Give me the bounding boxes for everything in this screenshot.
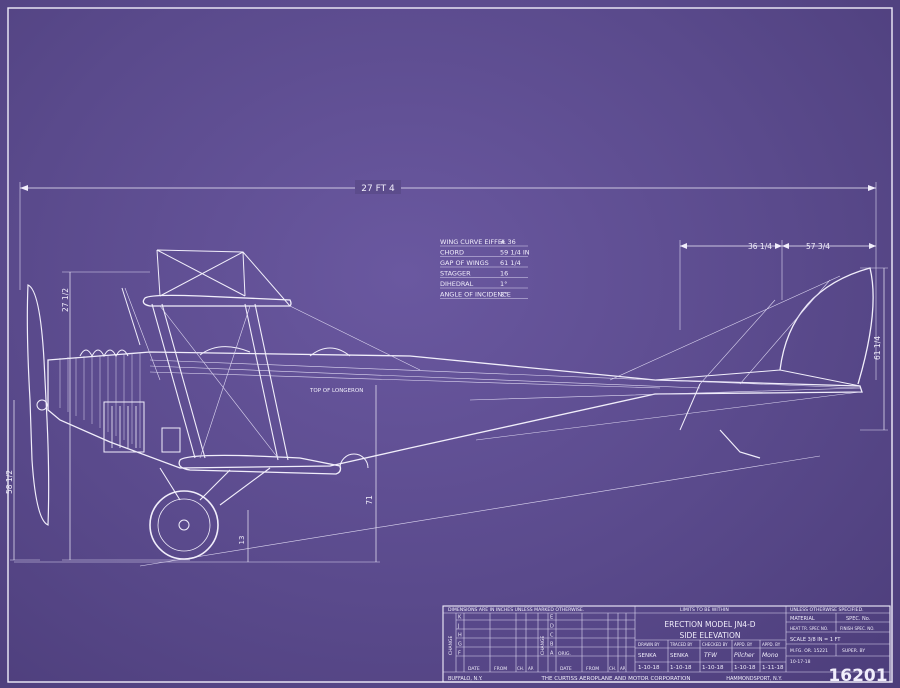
traced-by: SENKA [670, 653, 689, 659]
longeron-label: TOP OF LONGERON [309, 388, 363, 394]
date-drawn: 1-10-18 [638, 665, 660, 671]
landing-gear-struts [159, 467, 271, 506]
ch-col-left: CH. [517, 666, 524, 671]
date-col-right: DATE [560, 666, 572, 672]
material-label: MATERIAL [790, 616, 815, 622]
location-right: HAMMONDSPORT, N.Y. [726, 676, 782, 682]
stab-dim-b: 57 3/4 [806, 242, 830, 251]
rudder-height-dimension: 61 1/4 [860, 267, 888, 431]
orig-label: ORIG. [558, 651, 571, 657]
from-col-left: FROM [494, 666, 507, 672]
spec-label: STAGGER [440, 270, 471, 278]
drawing-title-line2: SIDE ELEVATION [679, 631, 740, 640]
ground-line [139, 455, 821, 567]
airplane-side-elevation: TOP OF LONGERON [26, 249, 874, 560]
spec-no-label: SPEC. No. [846, 616, 871, 622]
dims-note: DIMENSIONS ARE IN INCHES UNLESS MARKED O… [448, 607, 584, 613]
fuselage [47, 351, 863, 469]
wing-specs: WING CURVE EIFFEL# 36 CHORD 59 1/4 IN GAP O… [440, 238, 530, 299]
drawn-by: SENKA [638, 653, 657, 659]
rudder-height-label: 61 1/4 [873, 336, 882, 360]
change-row-letter: A [550, 651, 554, 657]
ch-col-right: CH. [609, 666, 616, 671]
limits-note: LIMITS TO BE WITHIN [680, 607, 729, 613]
change-row-letter: G [458, 642, 462, 648]
spec-label: WING CURVE EIFFEL [440, 238, 506, 246]
tail-height-dimension: 71 [365, 385, 377, 562]
sheet-border [7, 7, 893, 683]
spec-value: 61 1/4 [500, 259, 521, 267]
change-row-letter: E [550, 615, 553, 621]
change-row-letter: K [458, 615, 462, 621]
traced-by-label: TRACED BY [669, 642, 693, 647]
change-label-right: CHANGE [540, 636, 546, 655]
prop-height-dimension: 58 1/2 [5, 400, 40, 561]
rudder [779, 267, 874, 385]
tail-dim-label: 71 [365, 495, 374, 505]
spec-value: # 36 [500, 238, 516, 246]
gear-dimension: 13 [238, 510, 249, 562]
unless-note: UNLESS OTHERWISE SPECIFIED. [790, 607, 864, 613]
date-col-left: DATE [468, 666, 480, 672]
from-col-right: FROM [586, 666, 599, 672]
heat-tr-label: HEAT TR. SPEC NO. [790, 626, 828, 631]
date-traced: 1-10-18 [670, 665, 692, 671]
propeller [26, 284, 50, 526]
stab-dim-a: 36 1/4 [748, 242, 772, 251]
spec-label: DIHEDRAL [440, 280, 474, 288]
change-row-letter: H [458, 633, 462, 639]
appd-by-label: APPD. BY [734, 642, 753, 647]
prop-height-label: 58 1/2 [5, 470, 14, 494]
cabane-struts [156, 249, 291, 307]
change-row-letter: J [457, 624, 459, 630]
title-block: DIMENSIONS ARE IN INCHES UNLESS MARKED O… [442, 605, 891, 686]
lower-wing [178, 454, 342, 475]
spec-value: 59 1/4 IN [500, 249, 530, 257]
appd-by2-label: APPD. BY [762, 642, 781, 647]
interplane-struts [151, 303, 289, 461]
scale-label: SCALE 3/8 IN = 1 FT [790, 637, 841, 643]
spec-label: ANGLE OF INCIDENCE [440, 291, 511, 299]
order-label: M.FG. OR. 15221 [790, 648, 828, 654]
ap-col-left: AP. [528, 666, 534, 671]
checked-by-label: CHECKED BY [702, 642, 728, 647]
date-appd: 1-10-18 [734, 665, 756, 671]
radiator [103, 401, 145, 453]
change-row-letter: F [458, 651, 461, 657]
date-checked: 1-10-18 [702, 665, 724, 671]
overall-length-label: 27 FT 4 [361, 184, 395, 194]
wheel [149, 490, 219, 560]
upper-wing [142, 294, 292, 307]
appd-by: Pilcher [734, 652, 755, 659]
spec-value: 16 [500, 270, 508, 278]
date-appd2: 1-11-18 [762, 665, 784, 671]
finish-label: FINISH SPEC. NO. [840, 626, 875, 631]
tail-skid [719, 429, 761, 459]
drawn-by-label: DRAWN BY [638, 642, 660, 647]
stabilizer-dimensions: 36 1/4 57 3/4 [679, 240, 876, 330]
location-left: BUFFALO, N.Y. [448, 676, 483, 682]
ap-col-right: AP. [620, 666, 626, 671]
spec-value: 1° [500, 280, 507, 288]
spec-value: 2° [500, 291, 507, 299]
change-row-letter: B [550, 642, 554, 648]
appd-by2: Mono [762, 652, 779, 659]
wing-height-label: 27 1/2 [61, 288, 70, 312]
checked-by: TFW [704, 652, 718, 659]
super-label: SUPER. BY [842, 648, 865, 654]
change-row-letter: C [550, 633, 554, 639]
wing-height-dimension: 27 1/2 [61, 271, 190, 561]
change-row-letter: D [550, 624, 554, 630]
order-date: 10-17-18 [790, 659, 811, 665]
spec-label: CHORD [440, 249, 464, 257]
drawing-title-line1: ERECTION MODEL JN4-D [664, 620, 755, 629]
spec-label: GAP OF WINGS [440, 259, 489, 267]
change-label-left: CHANGE [448, 636, 454, 655]
gear-dim-label: 13 [238, 536, 246, 545]
overall-length-dimension: 27 FT 4 [19, 180, 877, 380]
company-name: THE CURTISS AEROPLANE AND MOTOR CORPORAT… [541, 676, 691, 682]
drawing-number: 16201 [828, 666, 887, 686]
